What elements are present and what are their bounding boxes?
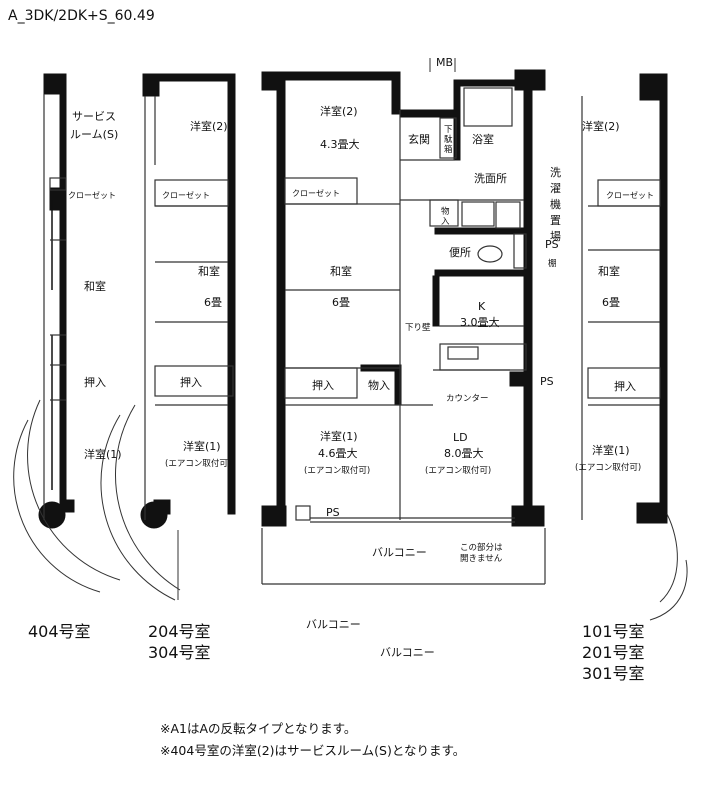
label-closet: クローゼット [292,188,340,198]
note-service-room: ※404号室の洋室(2)はサービスルーム(S)となります。 [160,743,466,758]
wall-right [227,73,236,515]
balcony-label-lower: バルコニー [380,646,435,659]
label-monoire: 物入 [368,378,390,392]
label-western2-size: 4.3畳大 [320,137,360,151]
label-ps: PS [540,375,554,388]
unit-101: 101号室 [582,622,645,641]
label-oshiire: 押入 [312,378,334,392]
label-western2: 洋室(2) [582,119,620,133]
label-no-open-2: 開きません [460,554,503,564]
label-no-open-1: この部分は [460,542,503,553]
label-monoire-v2: 入 [441,217,450,227]
label-laundry-2: 濯 [550,182,561,195]
label-shoebox-1: 下 [444,125,453,135]
label-closet: クローゼット [68,190,116,200]
label-aircon: (エアコン取付可) [165,458,231,469]
wall-stub [153,499,171,515]
label-shoebox-2: 駄 [444,134,453,145]
wall-corner [511,505,545,527]
label-laundry-4: 置 [550,214,561,227]
label-washitsu-size: 6畳 [602,296,620,309]
wall-left [276,71,286,527]
wall-top-mid [391,71,401,115]
label-oshiire: 押入 [614,379,636,393]
wall-kitchen-left [432,275,440,327]
label-washitsu-size: 6畳 [204,296,222,309]
wall-toilet-top [434,227,526,235]
label-washroom: 洗面所 [474,172,507,185]
label-aircon: (エアコン取付可) [304,465,370,476]
label-ld-size: 8.0畳大 [444,446,484,460]
label-kitchen-size: 3.0畳大 [460,315,500,329]
label-counter: カウンター [446,394,489,404]
label-closet: クローゼット [162,190,210,200]
label-monoire-v1: 物 [441,206,450,217]
label-balcony: バルコニー [372,546,427,559]
wall-layer [38,69,668,529]
plan-type-title: A_3DK/2DK+S_60.49 [8,8,155,24]
label-laundry-5: 場 [550,230,561,243]
label-aircon: (エアコン取付可) [575,462,641,473]
label-western2: 洋室(2) [190,119,228,133]
label-laundry-3: 機 [550,197,561,211]
label-kitchen: K [478,300,486,313]
note-reverse-type: ※A1はAの反転タイプとなります。 [160,721,357,736]
unit-204: 204号室 [148,622,211,641]
wall-ps [509,371,529,387]
label-oshiire: 押入 [180,375,202,389]
unit-301: 301号室 [582,664,645,683]
wall-bath-left [453,79,461,161]
label-washitsu-size: 6畳 [332,296,350,309]
label-toilet: 便所 [449,246,471,259]
balcony-label-upper: バルコニー [306,618,361,631]
wall-corner [142,73,160,97]
label-western2: 洋室(2) [320,104,358,118]
wall-right [523,69,533,527]
label-washitsu: 和室 [330,264,352,278]
unit-304: 304号室 [148,643,211,662]
label-closet: クローゼット [606,190,654,200]
label-bath: 浴室 [472,132,494,146]
label-washitsu: 和室 [198,264,220,278]
label-sagari: 下り壁 [405,322,431,333]
wall-genkan [399,109,461,118]
unit-404: 404号室 [28,622,91,641]
label-layer: MB サービス ルーム(S) クローゼット 和室 押入 洋室(1) 洋室(2) … [68,56,654,564]
label-aircon: (エアコン取付可) [425,465,491,476]
wall-pillar [49,187,67,211]
label-ld: LD [453,431,468,444]
wall-right [659,73,668,515]
label-ps: PS [326,506,340,519]
label-genkan: 玄関 [408,132,430,146]
wall-toilet-bottom [434,269,526,277]
unit-201: 201号室 [582,643,645,662]
label-washitsu: 和室 [598,264,620,278]
label-western1: 洋室(1) [183,439,221,453]
label-western1: 洋室(1) [320,429,358,443]
label-washitsu: 和室 [84,279,106,293]
wall-404-right [59,73,67,505]
wall-stub [59,499,75,513]
label-mb: MB [436,56,453,69]
label-western1: 洋室(1) [592,443,630,457]
thin-line-layer [13,58,688,621]
label-service-room: サービス [72,110,116,123]
label-western1-size: 4.6畳大 [318,446,358,460]
label-service-room-s: ルーム(S) [70,128,118,141]
label-laundry-1: 洗 [550,166,561,179]
wall-corner [261,505,287,527]
label-oshiire: 押入 [84,375,106,389]
label-shoebox-3: 箱 [444,144,453,155]
label-shelf: 棚 [548,258,557,269]
label-western1: 洋室(1) [84,447,122,461]
label-ps: PS [545,238,559,251]
wall-bath-top [457,79,525,87]
wall-corner [636,502,668,524]
